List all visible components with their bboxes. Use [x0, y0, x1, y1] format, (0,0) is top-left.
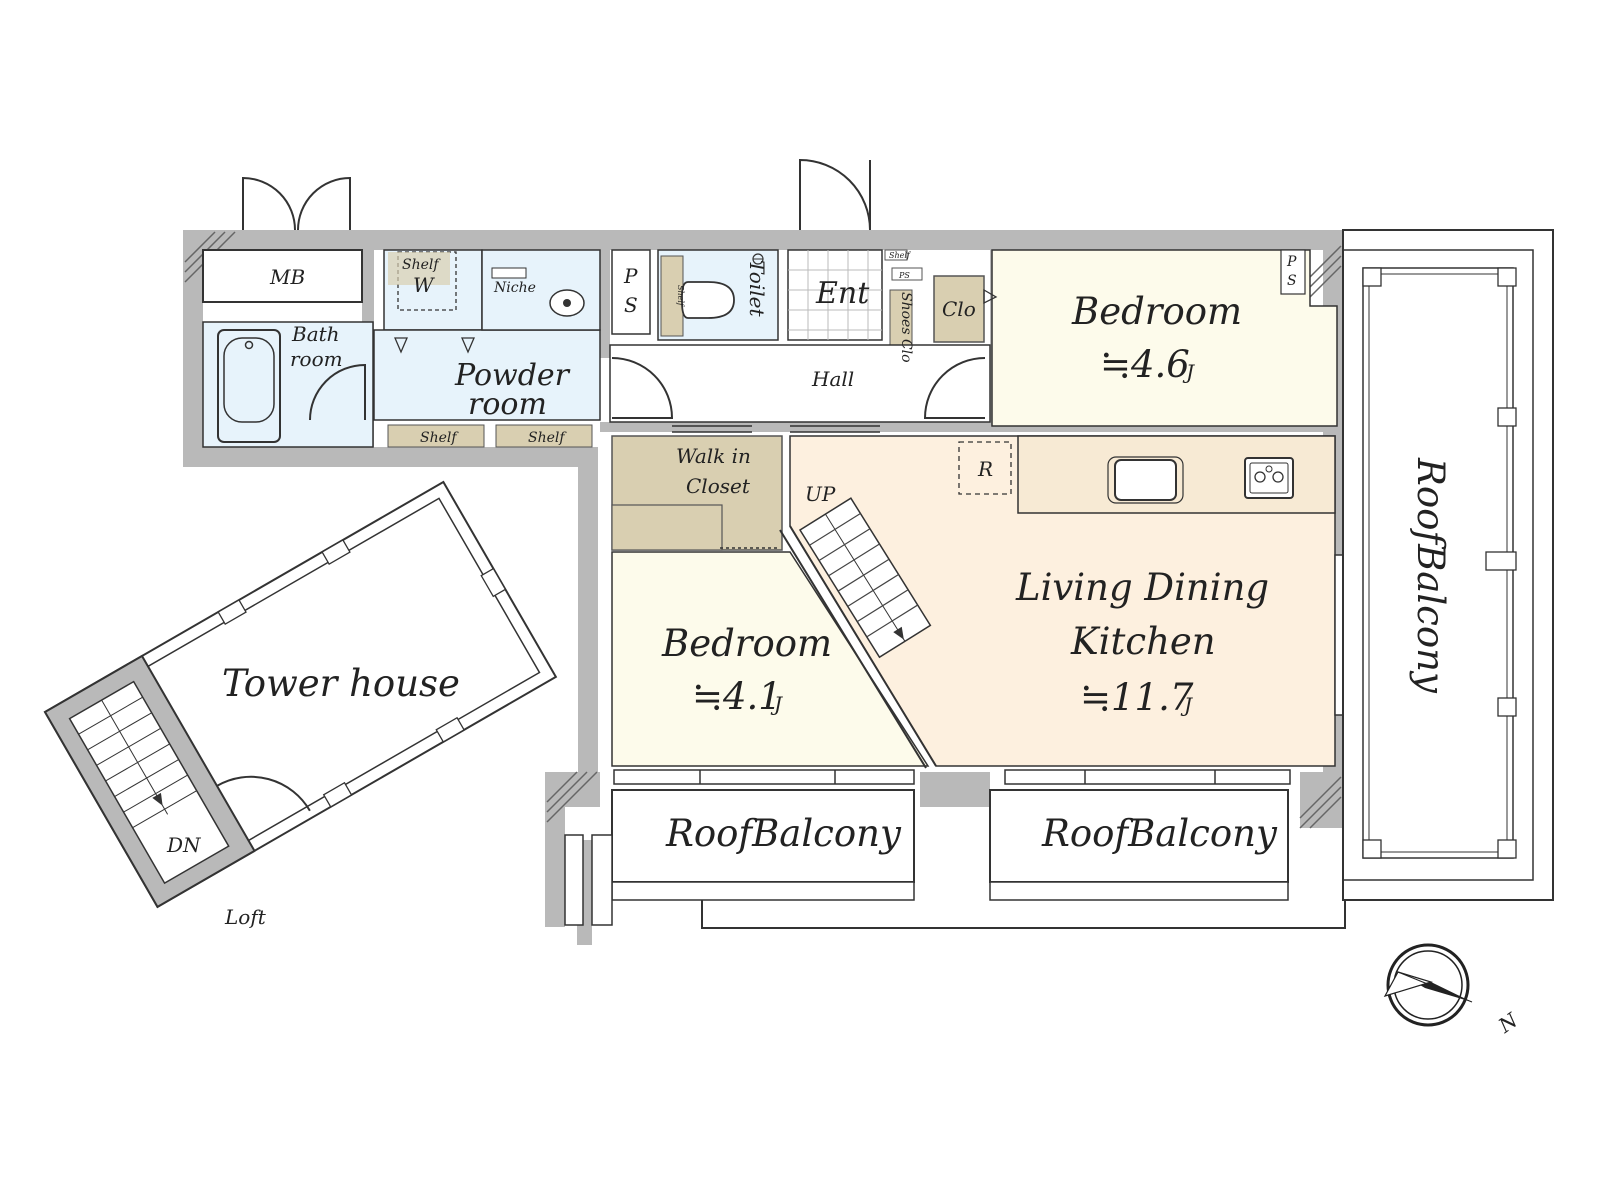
dn-label: DN — [166, 833, 202, 857]
stove — [1244, 457, 1294, 499]
closet-label: Closet — [686, 474, 751, 498]
shoes-clo-label: Shoes Clo — [898, 292, 914, 363]
ldk-label-2: Kitchen — [1070, 620, 1216, 663]
roof-balconies — [564, 229, 1554, 929]
diagonal-wall — [779, 525, 937, 769]
south-windows — [613, 554, 1344, 785]
mb-label: MB — [269, 265, 305, 289]
kitchen-sink — [1107, 456, 1184, 504]
stairs-up-label: UP — [805, 482, 836, 506]
niche-label: Niche — [493, 280, 536, 296]
ps1-label-p: P — [623, 264, 638, 288]
powder-room-label: room — [468, 387, 547, 422]
clo-label: Clo — [942, 297, 976, 321]
entrance-tiles — [788, 250, 882, 340]
doors — [242, 158, 1397, 421]
w-dashed-area — [388, 251, 457, 311]
shelf-left-label: Shelf — [420, 430, 459, 446]
roof-balcony-3-label: RoofBalcony — [1409, 457, 1452, 694]
ent-shelf-label: Shelf — [889, 251, 912, 260]
walk-in-label: Walk in — [676, 444, 751, 468]
ldk-unit: J — [1180, 693, 1193, 717]
bath-room-label: room — [290, 347, 343, 371]
tower-house — [43, 480, 558, 909]
ldk-size: ≒11.7 — [1080, 676, 1194, 719]
sliding-doors — [672, 425, 880, 549]
bath-label: Bath — [291, 322, 340, 346]
fridge-r-label: R — [977, 457, 993, 481]
toilet-label: Toilet — [745, 260, 769, 317]
bedroom-ne-label: Bedroom — [1071, 290, 1242, 333]
toilet-fixture — [681, 253, 764, 319]
bedroom-ne-size: ≒4.6 — [1100, 343, 1190, 386]
ps-small-label: PS — [898, 271, 910, 280]
ps2-label-s: S — [1287, 273, 1297, 289]
roof-balcony-1-label: RoofBalcony — [665, 812, 902, 855]
compass-n-label: N — [1493, 1007, 1523, 1038]
toilet-shelf-label: Shelf — [676, 285, 685, 308]
room-fills — [202, 249, 1338, 767]
shelf-w-label: Shelf — [402, 257, 441, 273]
bedroom-s-size: ≒4.1 — [692, 675, 782, 718]
tower-house-label: Tower house — [222, 662, 460, 705]
ps1-label-s: S — [624, 293, 638, 317]
ldk-label-1: Living Dining — [1015, 566, 1269, 609]
hall-label: Hall — [811, 367, 854, 391]
ps2-label-p: P — [1286, 254, 1297, 270]
bathtub — [217, 329, 281, 443]
shelf-right-label: Shelf — [528, 430, 567, 446]
w-label: W — [413, 273, 435, 297]
fridge-space — [958, 441, 1012, 495]
sink-basin — [491, 267, 585, 317]
roof-balcony-2-label: RoofBalcony — [1041, 812, 1278, 855]
compass-icon — [1383, 943, 1473, 1027]
bedroom-s-unit: J — [770, 692, 783, 716]
ldk-stairs — [798, 497, 932, 659]
ent-label: Ent — [815, 276, 870, 311]
bedroom-ne-unit: J — [1182, 360, 1195, 384]
bedroom-s-label: Bedroom — [661, 622, 832, 665]
room-labels: MB Shelf W Bath room Niche Powder room S… — [166, 251, 1523, 1038]
loft-label: Loft — [224, 905, 267, 929]
powder-label: Powder — [454, 358, 571, 393]
